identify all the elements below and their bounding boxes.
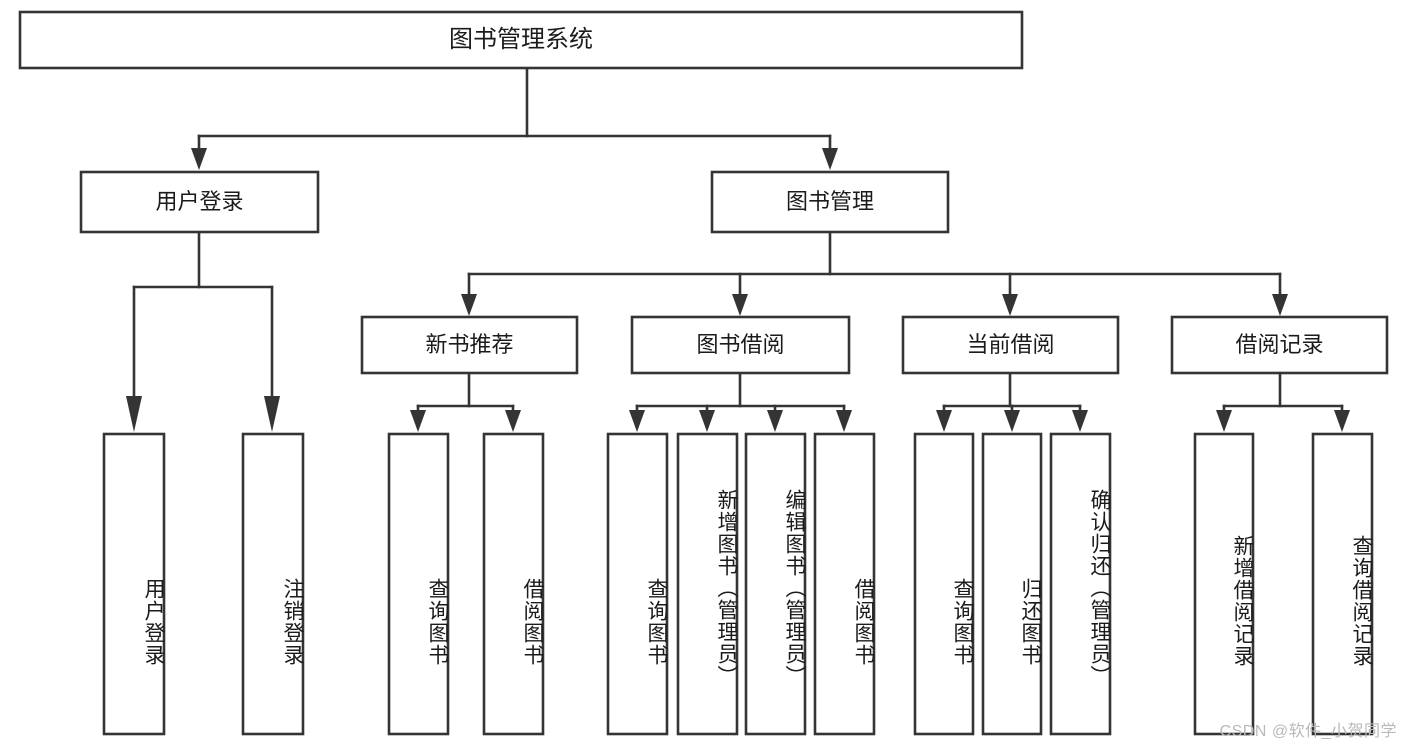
- node-box-leaf-borrow-book-2[interactable]: [813, 432, 876, 736]
- arrowhead-book-borrow: [732, 294, 748, 316]
- edge-group-current-borrow: [936, 372, 1088, 432]
- arrowhead-leaf-add-record: [1216, 410, 1232, 432]
- arrowhead-current-borrow: [1002, 294, 1018, 316]
- node-box-leaf-edit-book[interactable]: [744, 432, 807, 736]
- node-box-current-borrow[interactable]: [901, 315, 1120, 375]
- arrowhead-leaf-logout: [264, 396, 280, 432]
- node-box-leaf-logout[interactable]: [241, 432, 305, 736]
- node-box-leaf-query-book-1[interactable]: [387, 432, 450, 736]
- node-box-leaf-confirm-return[interactable]: [1049, 432, 1112, 736]
- node-box-book-manage[interactable]: [710, 170, 950, 234]
- arrowhead-leaf-user-login: [126, 396, 142, 432]
- node-box-root[interactable]: [18, 10, 1024, 70]
- arrowhead-leaf-query-book-1: [410, 410, 426, 432]
- watermark-text: CSDN @软件_小贺同学: [1219, 723, 1397, 740]
- arrowhead-user-login: [191, 148, 207, 170]
- arrowhead-leaf-borrow-book-2: [836, 410, 852, 432]
- arrowhead-leaf-query-book-3: [936, 410, 952, 432]
- node-box-leaf-return-book[interactable]: [981, 432, 1043, 736]
- arrowhead-borrow-record: [1272, 294, 1288, 316]
- node-box-borrow-record[interactable]: [1170, 315, 1389, 375]
- node-box-book-borrow[interactable]: [630, 315, 851, 375]
- arrowhead-leaf-return-book: [1004, 410, 1020, 432]
- edge-group-user-login: [126, 231, 280, 432]
- arrowhead-new-book-rec: [461, 294, 477, 316]
- node-box-leaf-query-record[interactable]: [1311, 432, 1374, 736]
- node-box-leaf-query-book-3[interactable]: [913, 432, 975, 736]
- node-box-leaf-query-book-2[interactable]: [606, 432, 669, 736]
- edge-group-borrow-record: [1216, 372, 1350, 432]
- edge-group-book-borrow: [629, 372, 852, 432]
- node-box-new-book-rec[interactable]: [360, 315, 579, 375]
- node-box-leaf-user-login[interactable]: [102, 432, 166, 736]
- arrowhead-leaf-borrow-book-1: [505, 410, 521, 432]
- node-box-user-login[interactable]: [79, 170, 320, 234]
- arrowhead-leaf-edit-book: [767, 410, 783, 432]
- edge-group-book-manage: [461, 231, 1288, 316]
- arrowhead-leaf-add-book: [699, 410, 715, 432]
- node-box-leaf-add-record[interactable]: [1193, 432, 1255, 736]
- node-box-leaf-add-book[interactable]: [676, 432, 739, 736]
- arrowhead-leaf-query-book-2: [629, 410, 645, 432]
- arrowhead-book-manage: [822, 148, 838, 170]
- edge-group-root: [191, 67, 838, 170]
- edge-group-new-book-rec: [410, 372, 521, 432]
- arrowhead-leaf-confirm-return: [1072, 410, 1088, 432]
- arrowhead-leaf-query-record: [1334, 410, 1350, 432]
- node-box-leaf-borrow-book-1[interactable]: [482, 432, 545, 736]
